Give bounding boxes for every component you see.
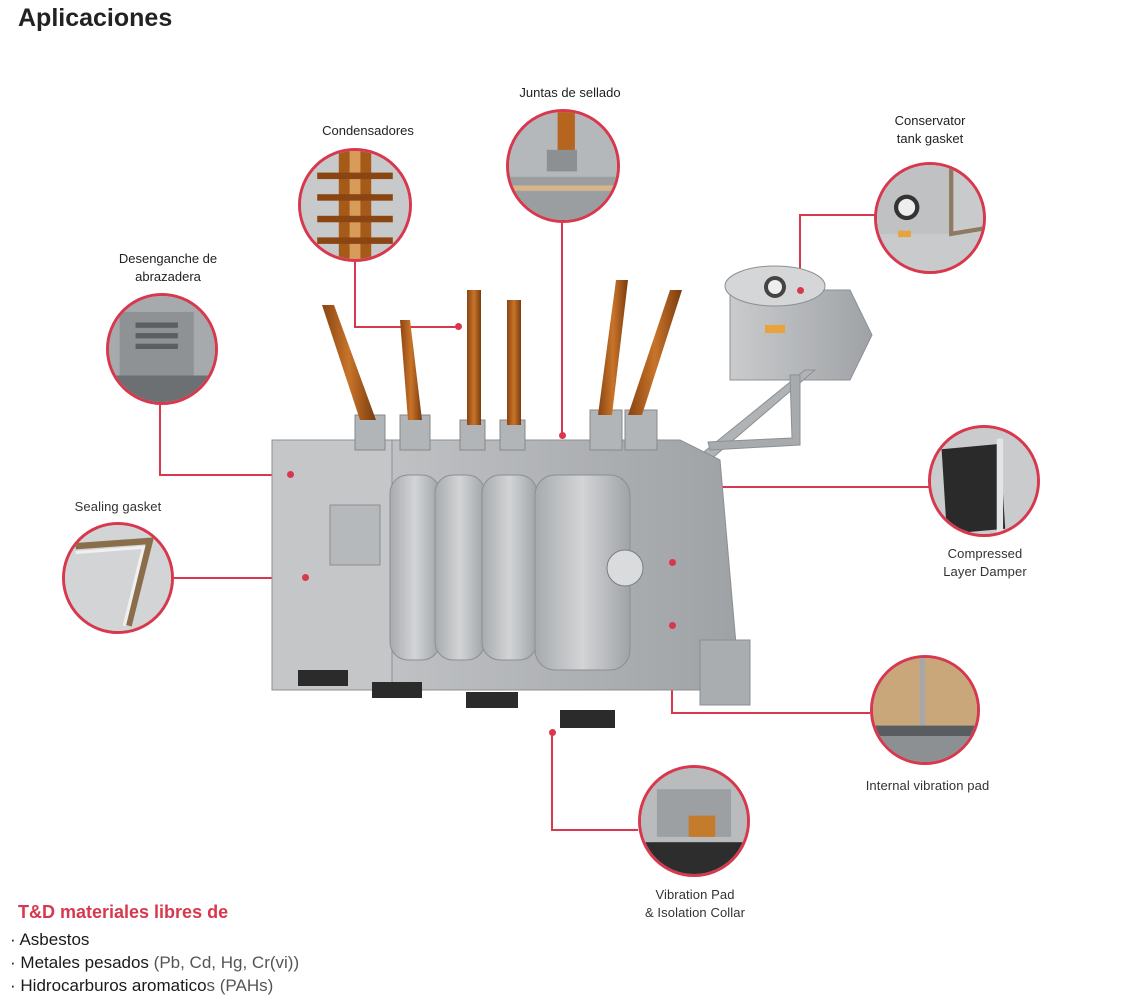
label-internal: Internal vibration pad: [865, 778, 990, 793]
label-desenganche-line1: Desenganche de: [118, 251, 218, 266]
transformer-illustration: [271, 265, 873, 728]
list-item: · Asbestos: [10, 928, 299, 951]
detail-circle-condensadores: [298, 148, 412, 262]
label-conservator-line2: tank gasket: [896, 131, 964, 146]
marker-dot-vibration: [549, 729, 556, 736]
footer-list: · Asbestos · Metales pesados (Pb, Cd, Hg…: [10, 928, 299, 997]
detail-circle-sealing: [62, 522, 174, 634]
item-text: Metales pesados: [20, 953, 154, 972]
marker-dot-juntas: [559, 432, 566, 439]
label-compressed-line2: Layer Damper: [943, 564, 1027, 579]
radiators: [389, 474, 644, 671]
label-juntas: Juntas de sellado: [519, 85, 621, 100]
bullet: ·: [10, 953, 16, 972]
conservator-tank: [724, 265, 873, 381]
detail-circle-compressed: [928, 425, 1040, 537]
marker-dot-condensadores: [455, 323, 462, 330]
detail-circle-conservator: [874, 162, 986, 274]
item-text: Hidrocarburos aromatico: [20, 976, 207, 995]
marker-dot-desenganche: [287, 471, 294, 478]
label-compressed-line1: Compressed: [947, 546, 1023, 561]
list-item: · Hidrocarburos aromaticos (PAHs): [10, 974, 299, 997]
footer-title: T&D materiales libres de: [18, 902, 229, 922]
bushings: [322, 280, 682, 451]
label-conservator: Conservator tank gasket: [870, 112, 990, 148]
detail-circle-internal: [870, 655, 980, 765]
item-extra: (Pb, Cd, Hg, Cr(vi)): [153, 953, 300, 972]
detail-circle-vibration: [638, 765, 750, 877]
label-vibration-line1: Vibration Pad: [655, 887, 735, 902]
marker-dot-conservator: [797, 287, 804, 294]
item-text: Asbestos: [19, 930, 90, 949]
label-vibration-line2: & Isolation Collar: [644, 905, 746, 920]
label-conservator-line1: Conservator: [894, 113, 966, 128]
label-desenganche-line2: abrazadera: [135, 269, 201, 284]
detail-circle-juntas: [506, 109, 620, 223]
label-condensadores: Condensadores: [322, 123, 414, 138]
page-title: Aplicaciones: [18, 4, 173, 32]
bullet: ·: [10, 976, 16, 995]
marker-dot-sealing: [302, 574, 309, 581]
marker-dot-compressed: [669, 559, 676, 566]
item-extra: s (PAHs): [206, 976, 274, 995]
bullet: ·: [10, 930, 16, 949]
label-desenganche: Desenganche de abrazadera: [98, 250, 238, 286]
detail-circle-desenganche: [106, 293, 218, 405]
list-item: · Metales pesados (Pb, Cd, Hg, Cr(vi)): [10, 951, 299, 974]
label-compressed: Compressed Layer Damper: [925, 545, 1045, 581]
label-vibration: Vibration Pad & Isolation Collar: [625, 886, 765, 922]
label-sealing: Sealing gasket: [74, 499, 162, 514]
marker-dot-internal: [669, 622, 676, 629]
